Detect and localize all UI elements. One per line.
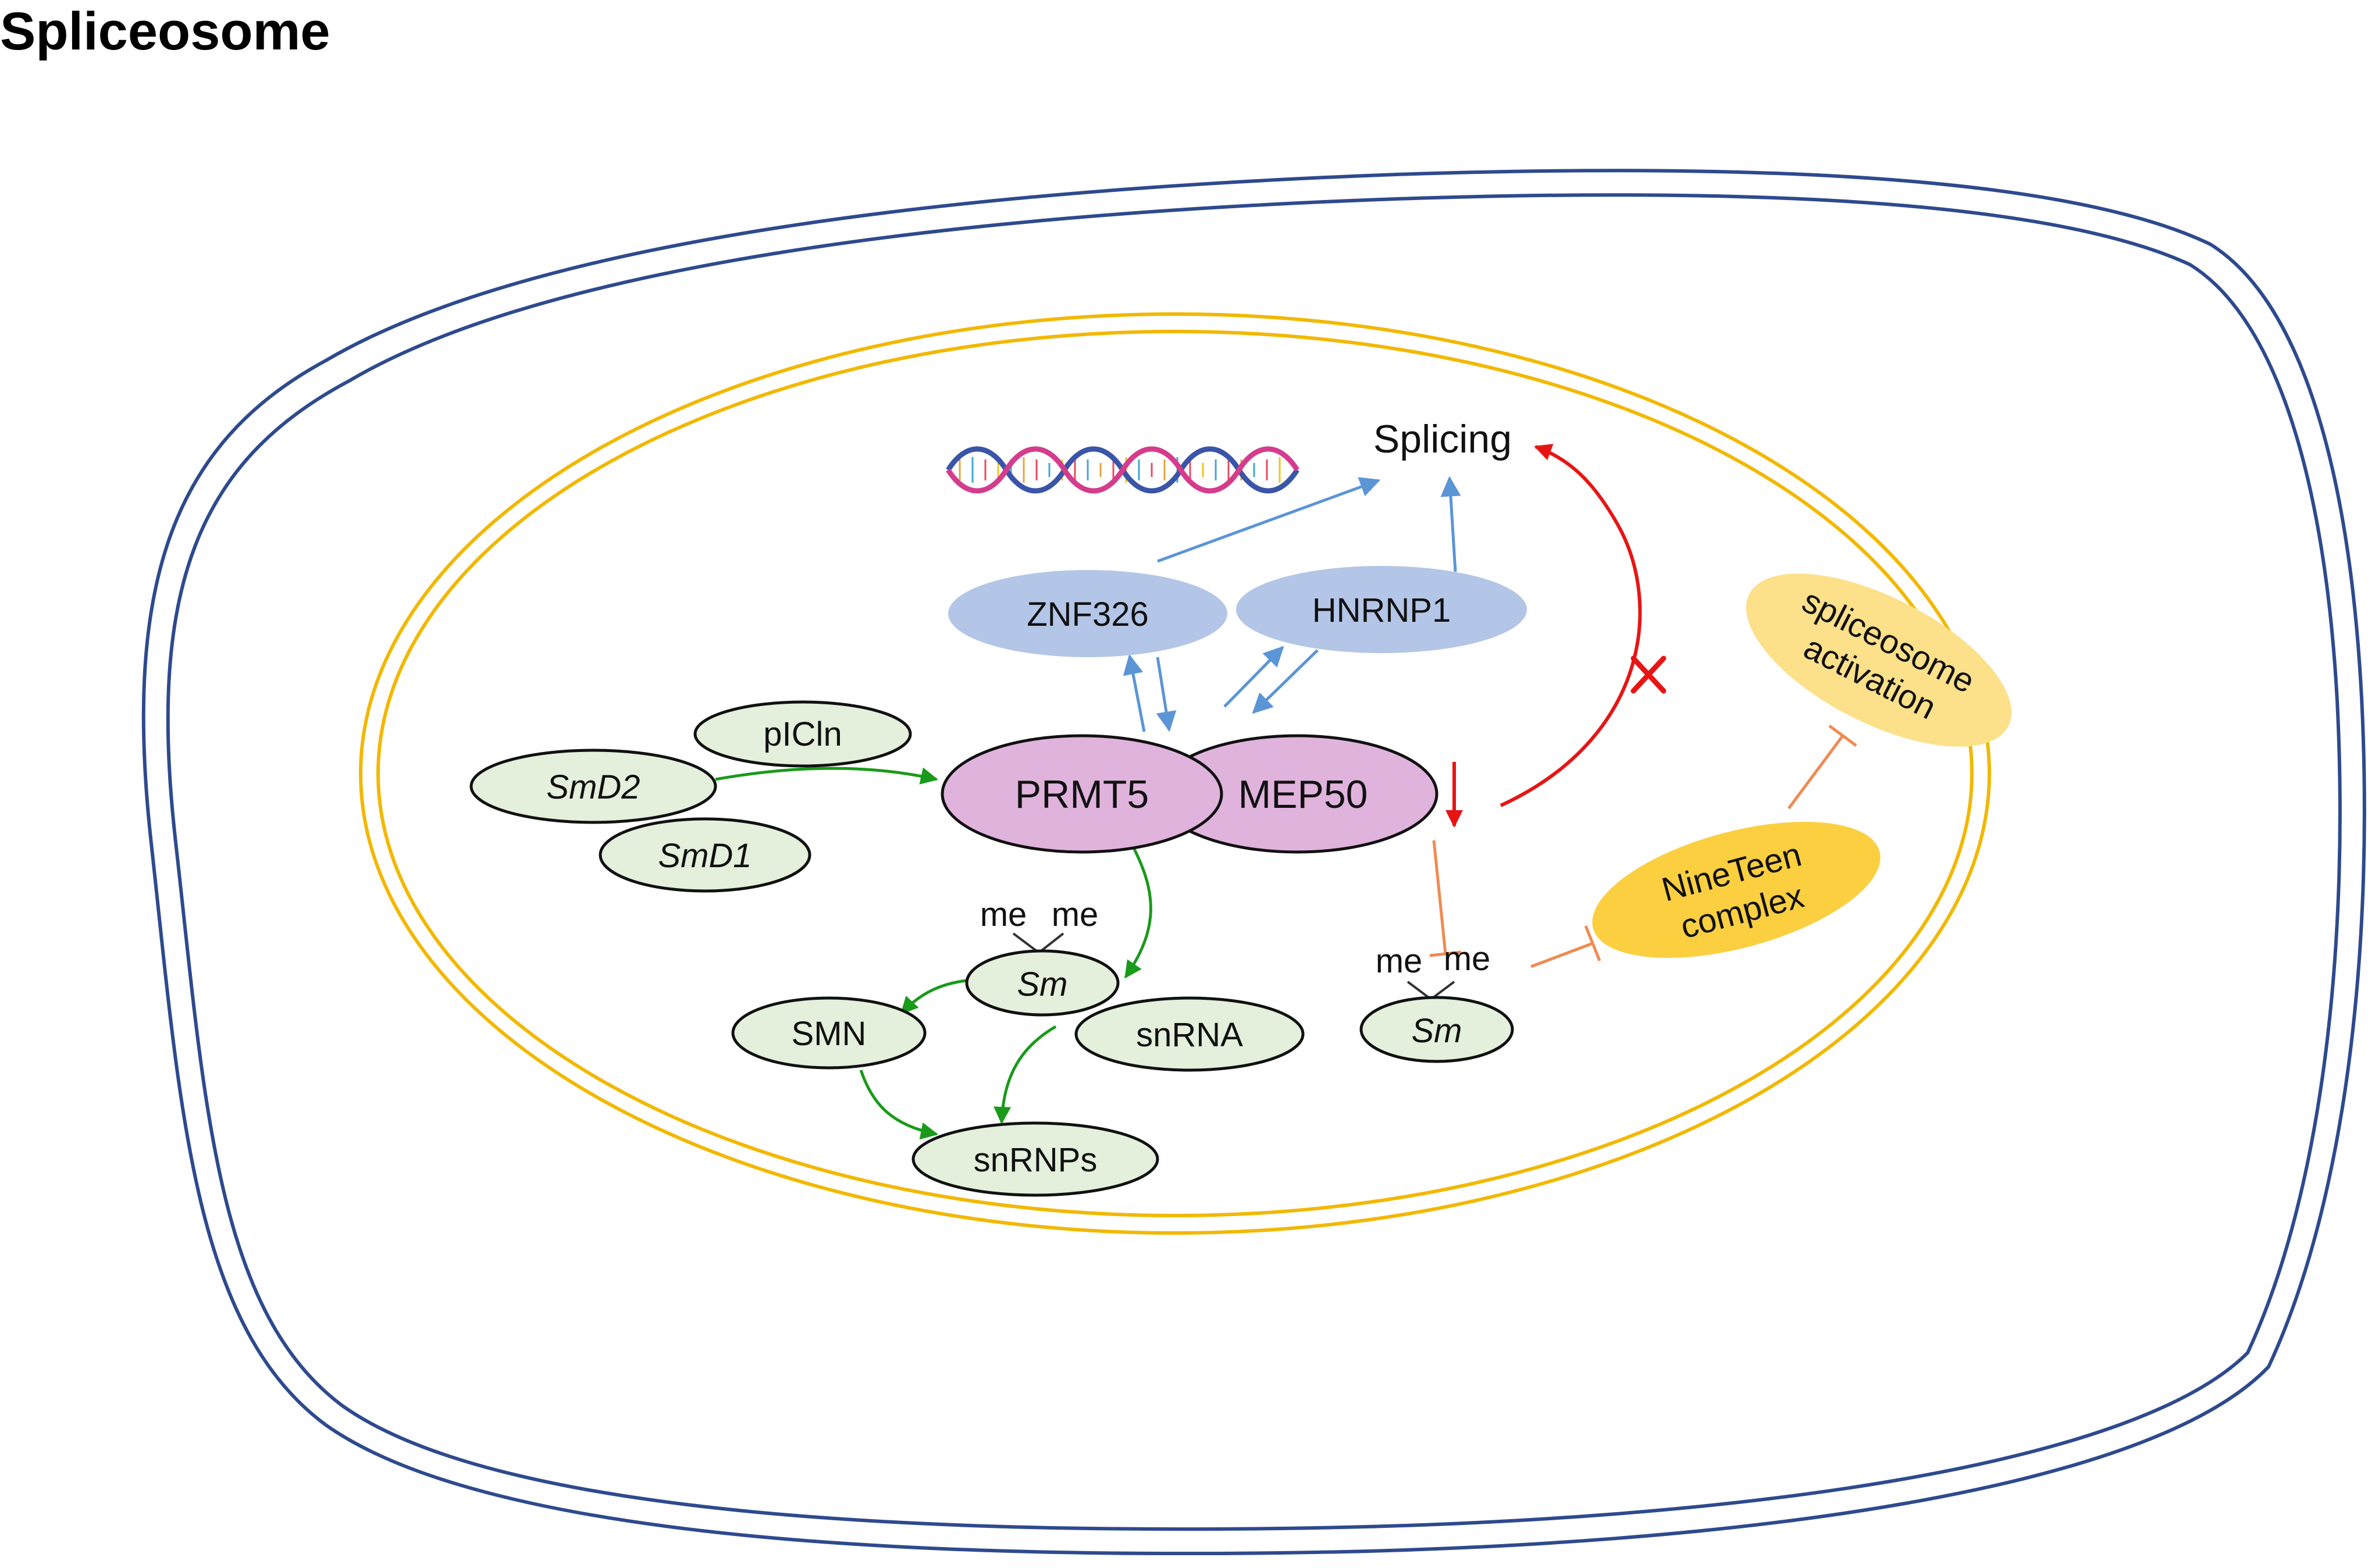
arrow-znf326-to-prmt5 (1156, 657, 1177, 732)
me-label-left-1: me (980, 896, 1027, 933)
smn-label: SMN (792, 1015, 867, 1053)
dna-helix-icon (946, 446, 1299, 494)
hnrnp1-node: HNRNP1 (1236, 566, 1527, 653)
snrnps-label: snRNPs (974, 1141, 1098, 1179)
blue-arrows (1123, 476, 1461, 732)
red-arrows (1445, 444, 1642, 828)
mep50-label: MEP50 (1238, 772, 1368, 817)
me-marks-right: me me (1376, 940, 1491, 1001)
me-marks-left: me me (980, 896, 1099, 954)
me-label-right-2: me (1444, 940, 1491, 978)
smn-node: SMN (731, 996, 927, 1070)
snrna-label: snRNA (1136, 1016, 1243, 1054)
me-label-left-2: me (1052, 896, 1099, 933)
me-label-right-1: me (1376, 942, 1423, 980)
splicing-label: Splicing (1373, 417, 1512, 461)
inhibit-sm-to-ninetan (1530, 942, 1593, 968)
arrow-sm-to-smn (900, 978, 972, 1015)
mep50-node: MEP50 (1156, 734, 1438, 854)
inhibit-ninetan-to-activation (1787, 735, 1845, 810)
figure-title: Spliceosome (0, 2, 330, 61)
spliceosome-activation-node: spliceosome activation (1746, 573, 2012, 747)
sm-node-left: Sm (965, 949, 1120, 1017)
arrow-prmt5-to-sm (1124, 848, 1152, 979)
snrnps-node: snRNPs (911, 1121, 1159, 1197)
arrow-to-splicing-blocked (1500, 444, 1642, 807)
sm-right-label: Sm (1412, 1012, 1462, 1050)
arrow-sm-to-snrnps (994, 1025, 1057, 1124)
prmt5-node: PRMT5 (941, 734, 1223, 854)
znf326-node: ZNF326 (948, 570, 1227, 657)
smd1-node: SmD1 (599, 817, 811, 893)
smd1-label: SmD1 (658, 837, 752, 875)
picln-node: pICln (693, 700, 912, 768)
znf326-label: ZNF326 (1027, 596, 1149, 633)
blocked-x-icon (1630, 655, 1667, 694)
nuclear-envelope (359, 312, 1991, 1235)
sm-left-label: Sm (1017, 965, 1068, 1003)
nineteen-complex-node: NineTeen complex (1592, 822, 1881, 958)
sm-node-right: Sm (1359, 996, 1514, 1063)
arrow-prmt5-to-znf326 (1123, 654, 1146, 732)
snrna-node: snRNA (1074, 996, 1305, 1072)
prmt5-label: PRMT5 (1015, 772, 1149, 817)
arrow-znf326-to-splicing (1157, 477, 1381, 563)
arrow-prmt5-to-hnrnp1 (1223, 646, 1284, 708)
smd2-node: SmD2 (469, 749, 717, 824)
inhibition-lines (1429, 724, 1857, 968)
picln-label: pICln (763, 715, 842, 753)
smd2-label: SmD2 (546, 768, 640, 806)
green-arrows (715, 767, 1152, 1140)
arrow-smd-to-prmt5 (715, 767, 938, 785)
inhibit-mep50-to-sm (1432, 840, 1447, 954)
hnrnp1-label: HNRNP1 (1312, 591, 1451, 629)
cell-membrane (141, 169, 2366, 1556)
arrow-hnrnp1-to-splicing (1440, 476, 1461, 572)
arrow-hnrnp1-to-prmt5 (1252, 649, 1319, 714)
arrow-smn-to-snrnps (859, 1070, 938, 1140)
